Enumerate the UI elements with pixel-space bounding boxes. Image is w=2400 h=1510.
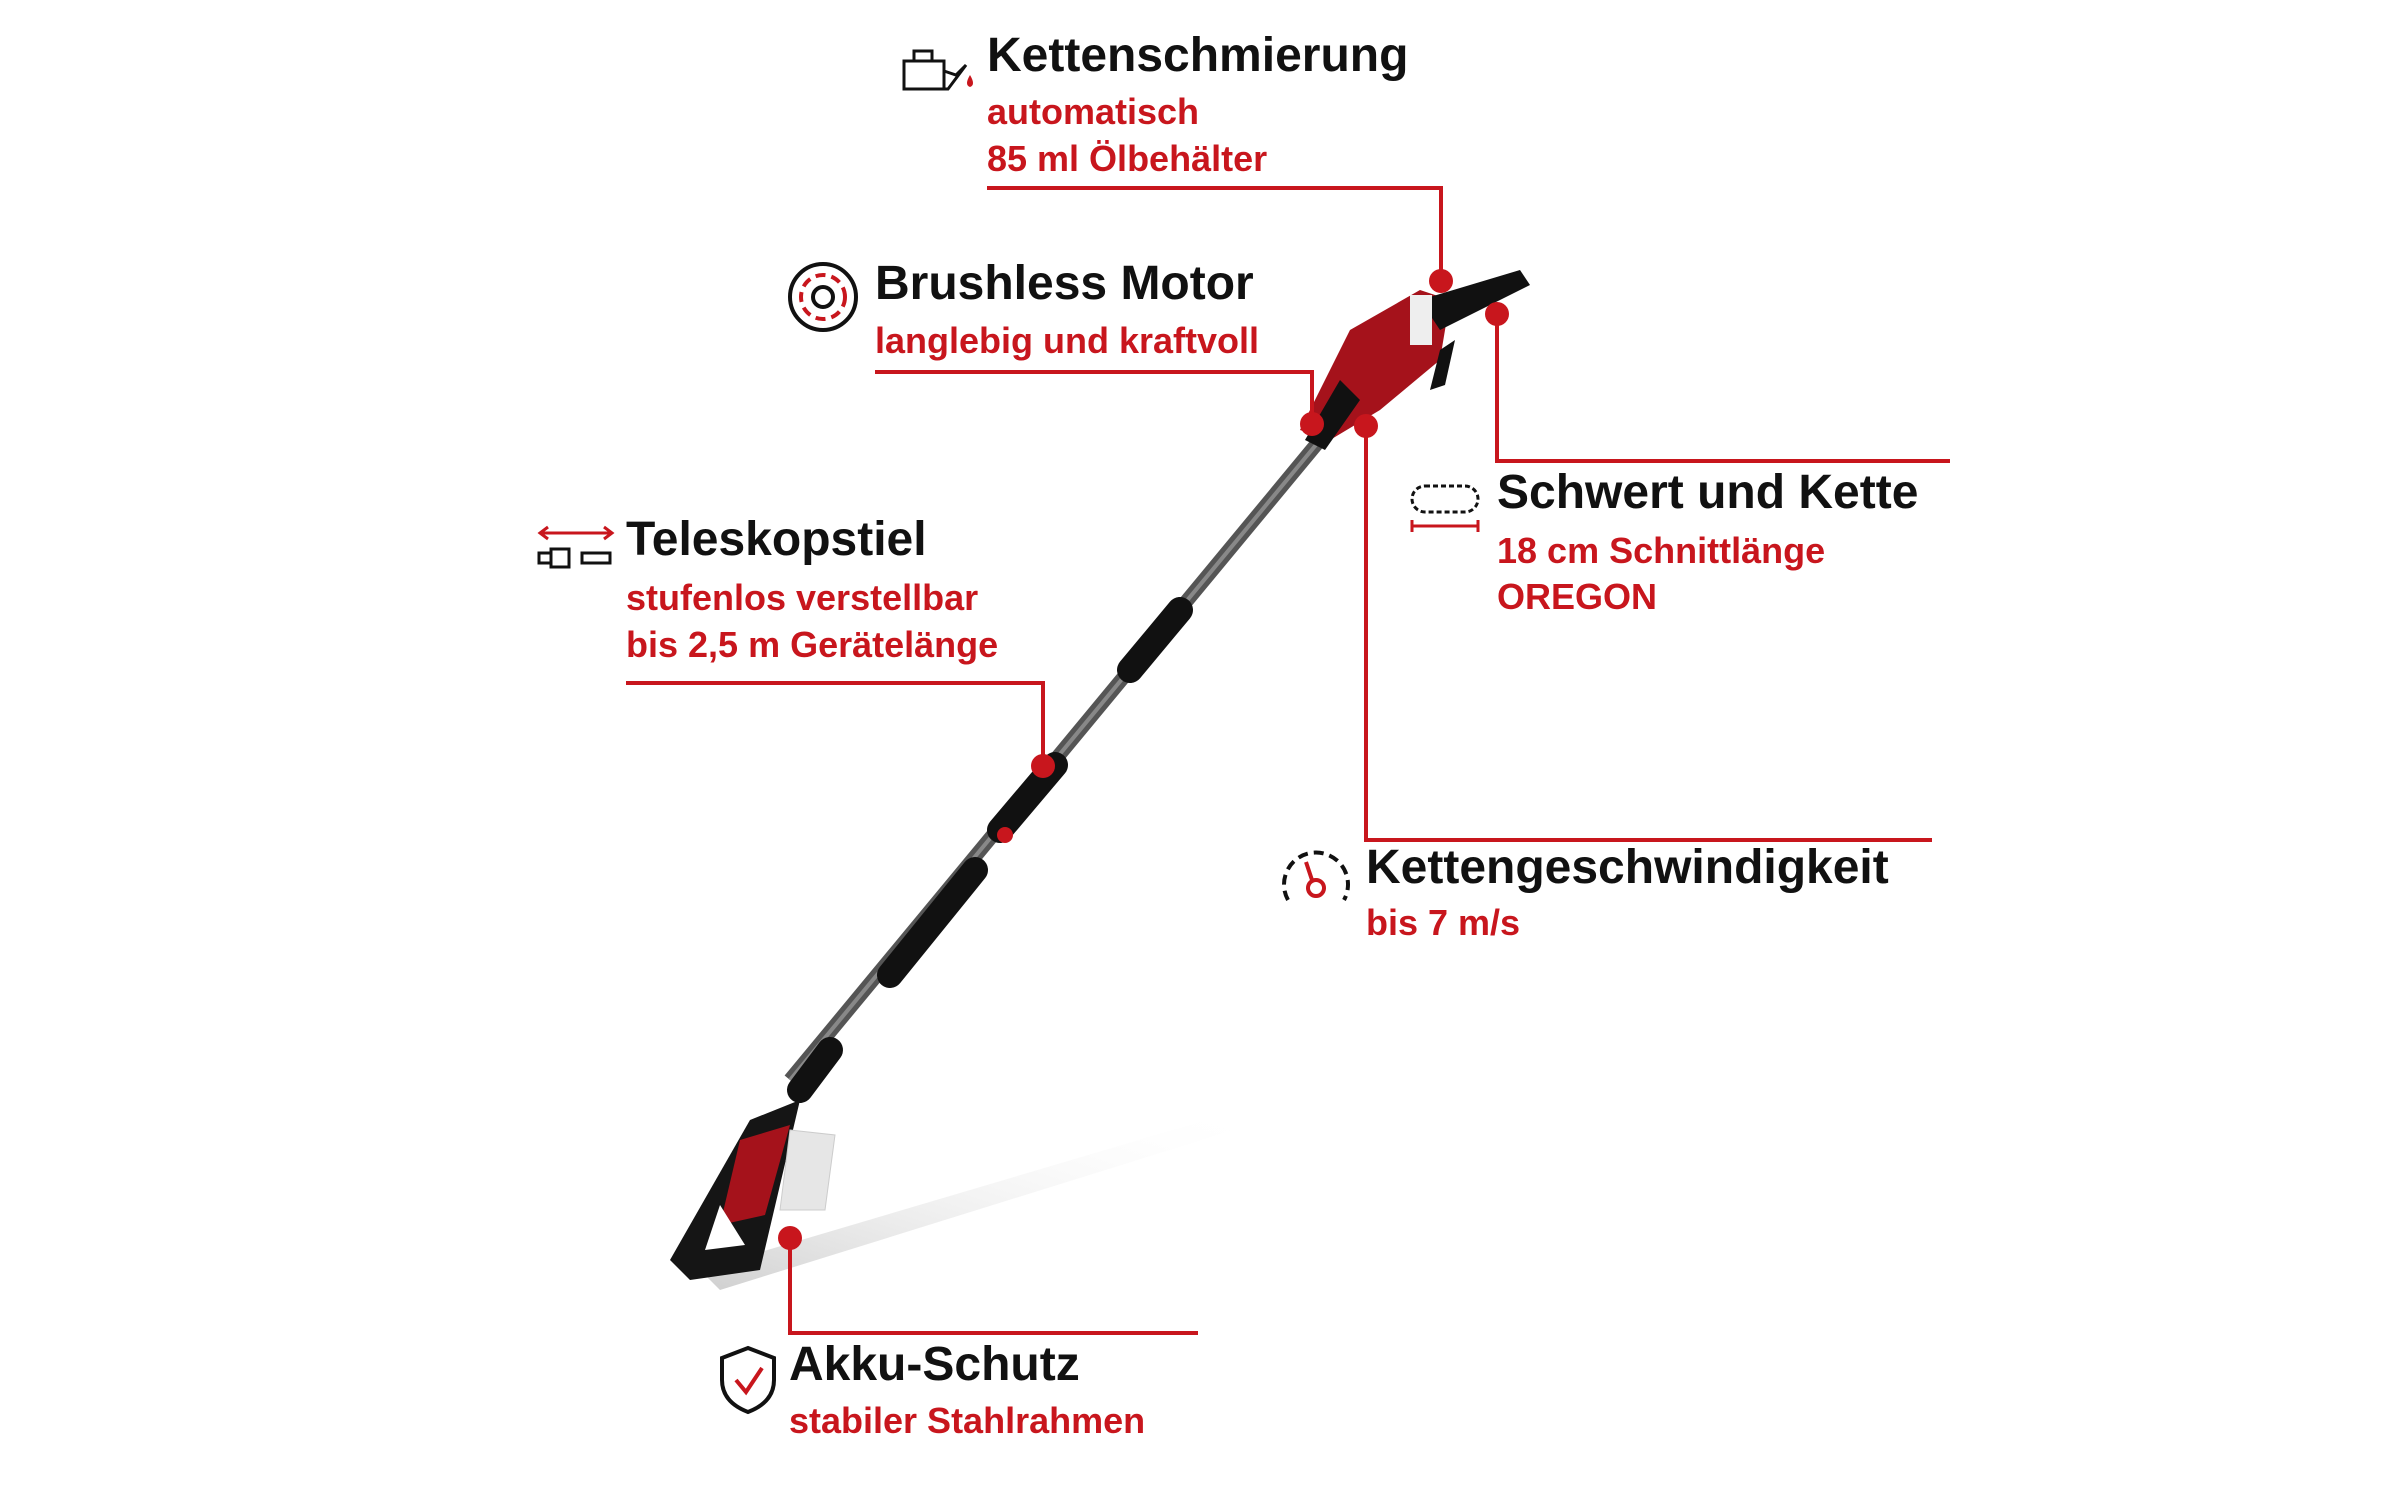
feature-title-akku: Akku-Schutz — [789, 1338, 1080, 1391]
feature-detail: stabiler Stahlrahmen — [789, 1400, 1146, 1441]
callout-dots — [778, 269, 1509, 1250]
shadow — [700, 1110, 1250, 1290]
feature-detail: OREGON — [1497, 576, 1658, 617]
shield-check-icon — [720, 1345, 776, 1415]
feature-title-kettenschmierung: Kettenschmierung — [987, 29, 1409, 82]
feature-detail: bis 2,5 m Gerätelänge — [626, 624, 999, 665]
feature-detail: 85 ml Ölbehälter — [987, 138, 1268, 179]
oil-can-icon — [902, 49, 973, 91]
motor-icon — [788, 262, 858, 332]
feature-detail: bis 7 m/s — [1366, 902, 1521, 943]
speedometer-icon — [1282, 850, 1350, 901]
pole-ring — [997, 827, 1013, 843]
feature-title-brushless: Brushless Motor — [875, 257, 1254, 310]
callout-lines — [626, 186, 1950, 1335]
feature-title-schwert: Schwert und Kette — [1497, 466, 1919, 519]
feature-detail: langlebig und kraftvoll — [875, 320, 1260, 361]
feature-title-geschwindigkeit: Kettengeschwindigkeit — [1366, 841, 1889, 894]
feature-title-teleskop: Teleskopstiel — [626, 513, 927, 566]
telescopic-icon — [537, 525, 615, 569]
chain-bar-icon — [1410, 484, 1480, 532]
handle-unit — [670, 1100, 836, 1280]
pole-grips — [787, 597, 1193, 1103]
feature-detail: 18 cm Schnittlänge — [1497, 530, 1826, 571]
feature-detail: stufenlos verstellbar — [626, 577, 979, 618]
feature-detail: automatisch — [987, 91, 1200, 132]
